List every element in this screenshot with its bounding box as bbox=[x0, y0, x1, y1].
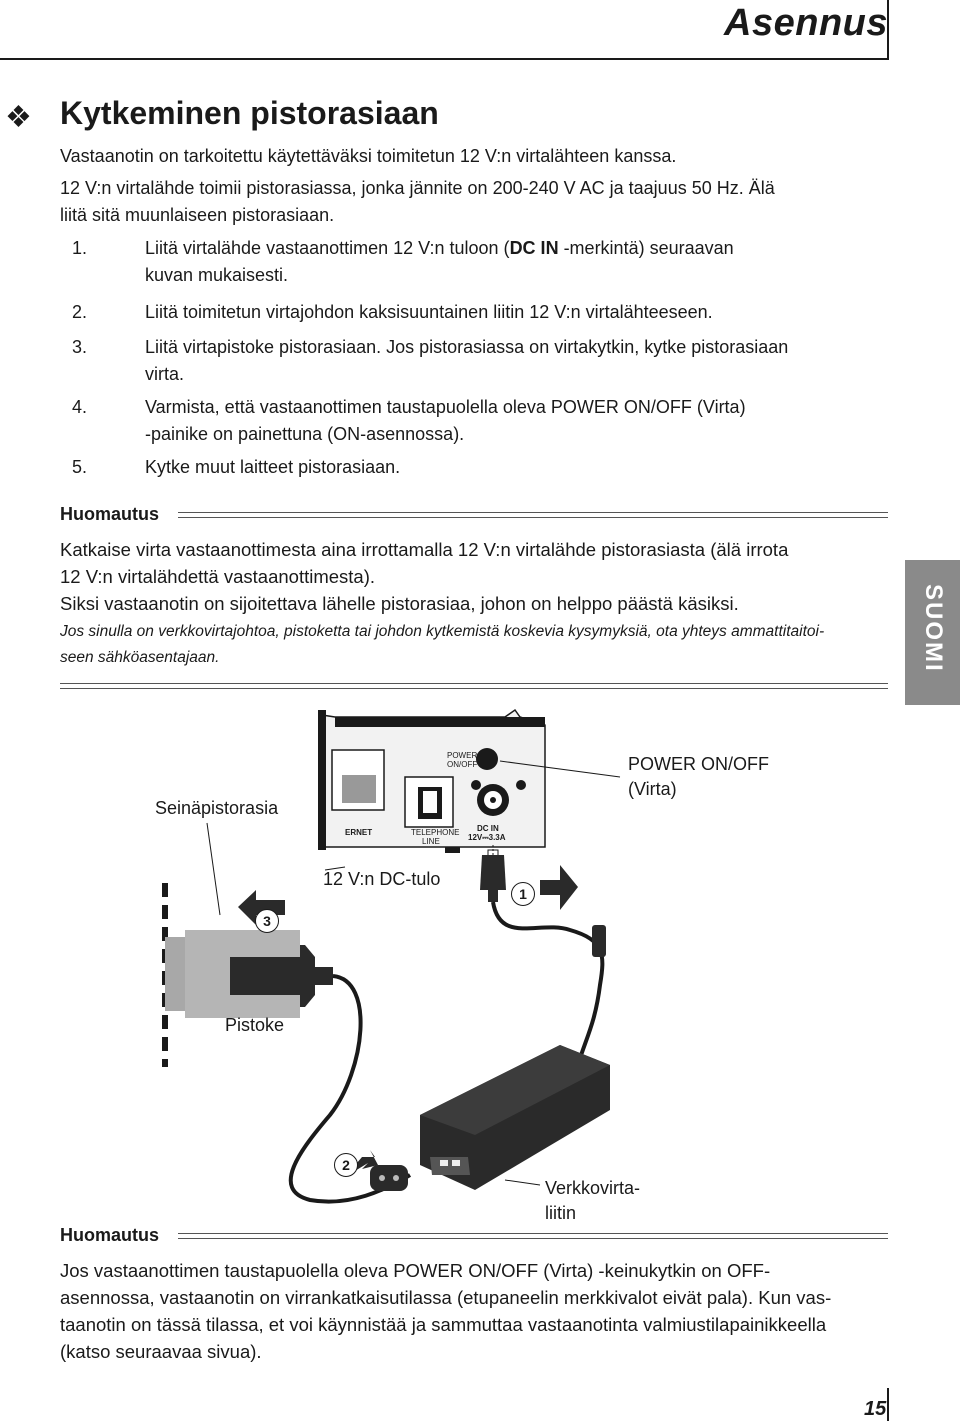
footer-vertical-rule bbox=[887, 1388, 889, 1421]
step-1-pre: Liitä virtalähde vastaanottimen 12 V:n t… bbox=[145, 238, 510, 258]
step-badge-1: 1 bbox=[511, 882, 535, 906]
page-number: 15 bbox=[864, 1398, 887, 1420]
note-double-rule bbox=[178, 512, 888, 518]
panel-dcin-label-2: 12V⎓3.3A bbox=[468, 833, 506, 842]
note-double-rule bbox=[178, 1233, 888, 1239]
step-3-line1: Liitä virtapistoke pistorasiaan. Jos pis… bbox=[145, 337, 789, 357]
language-tab-label: SUOMI bbox=[920, 584, 947, 673]
dc-plug-icon bbox=[480, 845, 506, 902]
four-diamond-icon: ❖ bbox=[5, 101, 32, 134]
power-switch-label-1: POWER ON/OFF bbox=[628, 754, 769, 774]
panel-telephone-label-1: TELEPHONE bbox=[411, 828, 459, 837]
page-header-title: Asennus bbox=[724, 2, 888, 44]
step-4-text: Varmista, että vastaanottimen taustapuol… bbox=[145, 394, 885, 448]
dc-input-label: 12 V:n DC-tulo bbox=[323, 869, 441, 889]
connection-diagram: ERNET TELEPHONE LINE POWER ON/OFF DC IN … bbox=[162, 708, 621, 1204]
note-heading: Huomautus bbox=[60, 504, 159, 524]
step-4-line1: Varmista, että vastaanottimen taustapuol… bbox=[145, 397, 746, 417]
step-2-text: Liitä toimitetun virtajohdon kaksisuunta… bbox=[145, 302, 713, 322]
intro-line-2: 12 V:n virtalähde toimii pistorasiassa, … bbox=[60, 178, 775, 198]
step-number: 2. bbox=[72, 302, 88, 322]
plug-label: Pistoke bbox=[225, 1015, 285, 1035]
arrow-right-icon bbox=[540, 865, 578, 910]
outlet-label: Seinäpistorasia bbox=[155, 798, 279, 818]
section-title: Kytkeminen pistorasiaan bbox=[60, 95, 439, 131]
note2-line-2: asennossa, vastaanotin on virrankatkaisu… bbox=[60, 1287, 832, 1308]
header-rule bbox=[0, 58, 888, 60]
step-1-text: Liitä virtalähde vastaanottimen 12 V:n t… bbox=[145, 235, 885, 289]
arrow-left-icon bbox=[238, 890, 285, 925]
intro-line-3: liitä sitä muunlaiseen pistorasiaan. bbox=[60, 205, 335, 225]
panel-dcin-label-1: DC IN bbox=[477, 824, 499, 833]
note1-line-3: Siksi vastaanotin on sijoitettava lähell… bbox=[60, 593, 739, 614]
note-end-double-rule bbox=[60, 683, 888, 689]
step-badge-2: 2 bbox=[334, 1153, 358, 1177]
header-vertical-rule bbox=[887, 0, 889, 60]
step-badge-3: 3 bbox=[255, 909, 279, 933]
step-4-line2: -painike on painettuna (ON-asennossa). bbox=[145, 424, 465, 444]
note2-line-3: taanotin on tässä tilassa, et voi käynni… bbox=[60, 1314, 827, 1335]
intro-line-1: Vastaanotin on tarkoitettu käytettäväksi… bbox=[60, 146, 677, 166]
step-number: 3. bbox=[72, 337, 88, 357]
note2-line-1: Jos vastaanottimen taustapuolella oleva … bbox=[60, 1260, 771, 1281]
panel-power-label-1: POWER bbox=[447, 751, 477, 760]
receiver-back-panel: ERNET TELEPHONE LINE POWER ON/OFF DC IN … bbox=[318, 708, 546, 853]
language-side-tab: SUOMI bbox=[905, 560, 960, 705]
adapter-label-1: Verkkovirta- bbox=[545, 1178, 641, 1198]
panel-telephone-label-2: LINE bbox=[422, 837, 440, 846]
panel-power-label-2: ON/OFF bbox=[447, 760, 477, 769]
panel-ethernet-label: ERNET bbox=[345, 828, 372, 837]
note-heading: Huomautus bbox=[60, 1225, 159, 1245]
step-3-text: Liitä virtapistoke pistorasiaan. Jos pis… bbox=[145, 334, 885, 388]
step-5-text: Kytke muut laitteet pistorasiaan. bbox=[145, 457, 401, 477]
note1-italic-line-1: Jos sinulla on verkkovirtajohtoa, pistok… bbox=[60, 623, 825, 640]
wall-plug-icon bbox=[230, 945, 333, 1007]
note2-line-4: (katso seuraavaa sivua). bbox=[60, 1341, 262, 1362]
step-number: 1. bbox=[72, 238, 88, 258]
adapter-label-2: liitin bbox=[545, 1203, 577, 1223]
step-1-line2: kuvan mukaisesti. bbox=[145, 265, 289, 285]
power-adapter-icon bbox=[420, 1045, 610, 1190]
power-button-icon bbox=[476, 748, 498, 770]
note1-italic-line-2: seen sähköasentajaan. bbox=[60, 649, 220, 666]
step-number: 5. bbox=[72, 457, 88, 477]
step-3-line2: virta. bbox=[145, 364, 185, 384]
power-switch-label-2: (Virta) bbox=[628, 779, 677, 799]
step-1-post: -merkintä) seuraavan bbox=[558, 238, 734, 258]
appliance-connector-icon bbox=[370, 1165, 408, 1191]
step-1-bold: DC IN bbox=[509, 238, 559, 258]
note1-line-2: 12 V:n virtalähdettä vastaanottimesta). bbox=[60, 566, 376, 587]
step-number: 4. bbox=[72, 397, 88, 417]
note1-line-1: Katkaise virta vastaanottimesta aina irr… bbox=[60, 539, 789, 560]
